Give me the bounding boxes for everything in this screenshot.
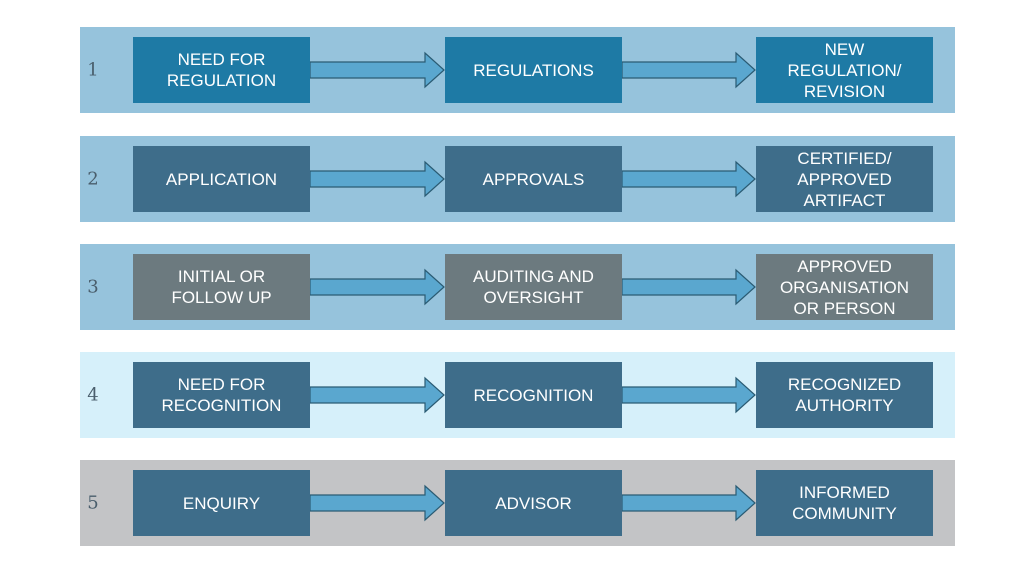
flow-arrow-icon xyxy=(622,376,756,414)
process-step-box: APPROVED ORGANISATION OR PERSON xyxy=(756,254,933,320)
flow-arrow-icon xyxy=(622,268,756,306)
row-number: 1 xyxy=(87,59,99,81)
process-step-box: RECOGNITION xyxy=(445,362,622,428)
flow-arrow-icon xyxy=(622,51,756,89)
process-step-box: NEED FOR RECOGNITION xyxy=(133,362,310,428)
process-step-box: ENQUIRY xyxy=(133,470,310,536)
row-number: 2 xyxy=(87,168,99,190)
process-row-1: 1 NEED FOR REGULATION REGULATIONS NEW REGUL… xyxy=(80,27,955,113)
process-step-box: AUDITING AND OVERSIGHT xyxy=(445,254,622,320)
flow-arrow-icon xyxy=(310,376,445,414)
process-step-box: CERTIFIED/ APPROVED ARTIFACT xyxy=(756,146,933,212)
process-step-box: ADVISOR xyxy=(445,470,622,536)
process-row-2: 2 APPLICATION APPROVALS CERTIFIED/ APPROVED… xyxy=(80,136,955,222)
process-step-box: REGULATIONS xyxy=(445,37,622,103)
row-number: 3 xyxy=(87,276,99,298)
row-number: 5 xyxy=(87,492,99,514)
process-step-box: RECOGNIZED AUTHORITY xyxy=(756,362,933,428)
process-row-4: 4 NEED FOR RECOGNITION RECOGNITION RECOGNIZ… xyxy=(80,352,955,438)
process-step-box: NEED FOR REGULATION xyxy=(133,37,310,103)
process-step-box: NEW REGULATION/ REVISION xyxy=(756,37,933,103)
row-number: 4 xyxy=(87,384,99,406)
flow-arrow-icon xyxy=(622,484,756,522)
process-row-3: 3 INITIAL OR FOLLOW UP AUDITING AND OVERSI… xyxy=(80,244,955,330)
process-step-box: INFORMED COMMUNITY xyxy=(756,470,933,536)
flow-arrow-icon xyxy=(310,51,445,89)
process-step-box: APPLICATION xyxy=(133,146,310,212)
process-row-5: 5 ENQUIRY ADVISOR INFORMED COMMUNITY xyxy=(80,460,955,546)
flow-arrow-icon xyxy=(310,484,445,522)
process-step-box: APPROVALS xyxy=(445,146,622,212)
flow-arrow-icon xyxy=(622,160,756,198)
process-step-box: INITIAL OR FOLLOW UP xyxy=(133,254,310,320)
flow-arrow-icon xyxy=(310,268,445,306)
flow-arrow-icon xyxy=(310,160,445,198)
